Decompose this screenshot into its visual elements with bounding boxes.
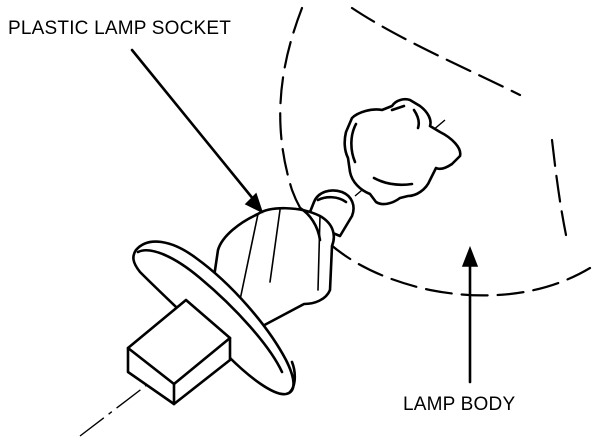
socket-leader-arrow — [130, 48, 264, 214]
lamp-body-label: LAMP BODY — [403, 394, 516, 415]
body-leader-arrow — [461, 245, 479, 384]
socket-tab — [126, 298, 232, 406]
socket-flange — [132, 240, 297, 396]
plastic-lamp-socket-label: PLASTIC LAMP SOCKET — [8, 18, 232, 39]
lamp-hole — [343, 97, 462, 206]
lamp-body-outline — [279, 6, 592, 297]
